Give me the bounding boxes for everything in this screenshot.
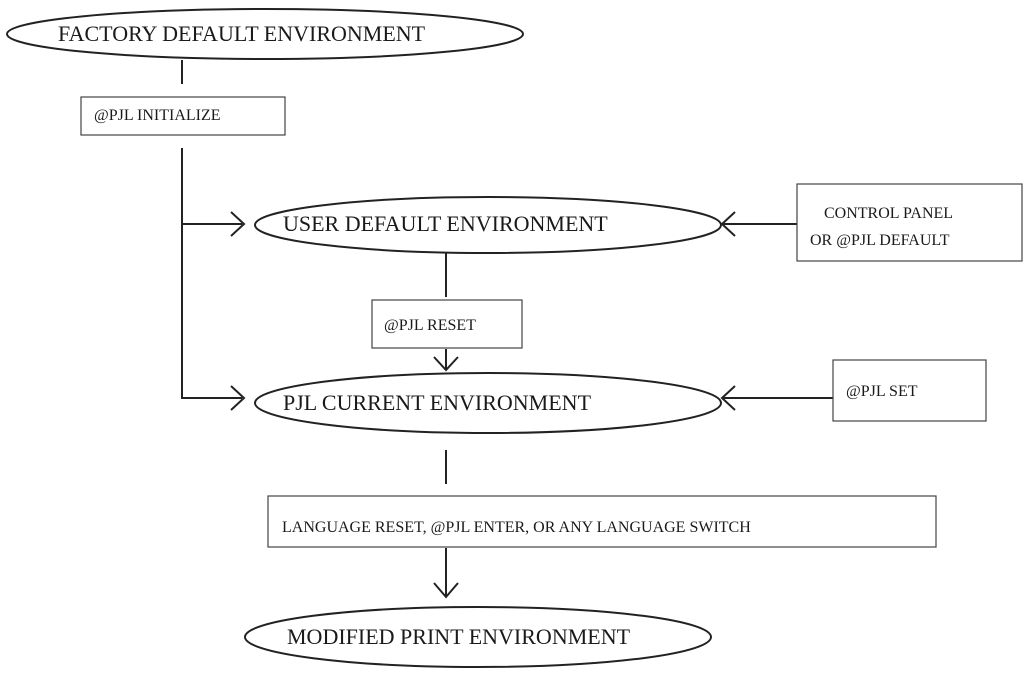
reset-box — [371, 299, 523, 349]
modified-print-label: MODIFIED PRINT ENVIRONMENT — [287, 624, 631, 649]
factory-default-label: FACTORY DEFAULT ENVIRONMENT — [58, 21, 426, 46]
set-label: @PJL SET — [846, 383, 918, 400]
reset-label: @PJL RESET — [384, 317, 476, 334]
arrowhead-from-control-panel — [720, 211, 736, 237]
initialize-label: @PJL INITIALIZE — [94, 107, 221, 124]
arrowhead-to-modified-print — [433, 582, 459, 599]
modified-print-ellipse — [244, 606, 712, 668]
control-panel-label-line2: OR @PJL DEFAULT — [810, 232, 950, 249]
control-panel-label-line1: CONTROL PANEL — [824, 205, 954, 222]
user-default-ellipse — [254, 196, 722, 254]
pjl-current-label: PJL CURRENT ENVIRONMENT — [283, 390, 592, 415]
connector-initialize-trunk — [181, 148, 242, 399]
pjl-current-ellipse — [254, 372, 722, 434]
user-default-label: USER DEFAULT ENVIRONMENT — [283, 211, 608, 236]
arrowhead-to-pjl-current-top — [433, 356, 459, 372]
arrowhead-to-pjl-current-left — [230, 385, 246, 411]
arrowhead-to-user-default — [230, 211, 246, 237]
factory-default-ellipse — [6, 8, 524, 60]
initialize-box — [80, 96, 286, 136]
language-switch-label: LANGUAGE RESET, @PJL ENTER, OR ANY LANGU… — [282, 519, 751, 536]
language-switch-box — [267, 495, 937, 548]
control-panel-box — [796, 183, 1023, 262]
set-box — [832, 359, 987, 422]
arrowhead-from-set — [720, 385, 736, 411]
